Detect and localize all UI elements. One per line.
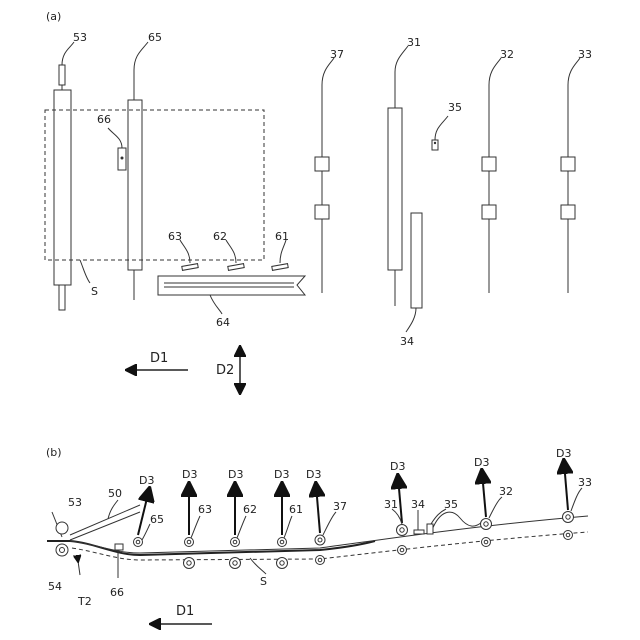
label-d2: D2 bbox=[216, 363, 234, 378]
sensor-35 bbox=[432, 140, 438, 150]
sheet-s-outline bbox=[45, 110, 264, 260]
label-66-a: 66 bbox=[97, 113, 111, 126]
label-d3-7: D3 bbox=[474, 456, 489, 469]
roller-33 bbox=[561, 85, 575, 293]
label-31-a: 31 bbox=[407, 36, 421, 49]
guide-plate-50 bbox=[70, 505, 140, 540]
roller-53-b bbox=[56, 522, 68, 534]
label-d3-6: D3 bbox=[390, 460, 405, 473]
label-37-a: 37 bbox=[330, 48, 344, 61]
label-61-b: 61 bbox=[289, 503, 303, 516]
label-d3-8: D3 bbox=[556, 447, 571, 460]
part-34-b bbox=[414, 530, 424, 534]
upper-transport-line bbox=[70, 516, 588, 553]
label-54-b: 54 bbox=[48, 580, 62, 593]
roller-37 bbox=[315, 85, 329, 293]
sensor-66-b bbox=[115, 544, 123, 550]
label-33-b: 33 bbox=[578, 476, 592, 489]
label-62-a: 62 bbox=[213, 230, 227, 243]
label-33-a: 33 bbox=[578, 48, 592, 61]
part-61 bbox=[272, 264, 288, 271]
label-d1-b: D1 bbox=[176, 604, 194, 619]
label-34-b: 34 bbox=[411, 498, 425, 511]
label-35-b: 35 bbox=[444, 498, 458, 511]
label-32-b: 32 bbox=[499, 485, 513, 498]
label-d3-2: D3 bbox=[182, 468, 197, 481]
label-63-b: 63 bbox=[198, 503, 212, 516]
lower-rollers bbox=[184, 531, 573, 569]
roller-65 bbox=[128, 70, 142, 300]
part-62 bbox=[228, 264, 244, 271]
lower-transport-line bbox=[72, 532, 588, 560]
sensor-66 bbox=[118, 148, 126, 170]
roller-53 bbox=[54, 65, 71, 310]
label-53-a: 53 bbox=[73, 31, 87, 44]
label-63-a: 63 bbox=[168, 230, 182, 243]
label-d3-3: D3 bbox=[228, 468, 243, 481]
tray-64 bbox=[158, 276, 305, 295]
label-d1-a: D1 bbox=[150, 351, 168, 366]
label-35-a: 35 bbox=[448, 101, 462, 114]
label-d3-5: D3 bbox=[306, 468, 321, 481]
label-31-b: 31 bbox=[384, 498, 398, 511]
label-34-a: 34 bbox=[400, 335, 414, 348]
part-63 bbox=[182, 264, 198, 271]
label-s-b: S bbox=[260, 575, 267, 588]
label-50-b: 50 bbox=[108, 487, 122, 500]
label-65-a: 65 bbox=[148, 31, 162, 44]
label-32-a: 32 bbox=[500, 48, 514, 61]
label-t2: T2 bbox=[77, 595, 92, 608]
label-53-b: 53 bbox=[68, 496, 82, 509]
roller-32 bbox=[482, 85, 496, 293]
label-66-b: 66 bbox=[110, 586, 124, 599]
roller-31 bbox=[388, 72, 402, 306]
sensor-35-b bbox=[427, 524, 433, 534]
label-62-b: 62 bbox=[243, 503, 257, 516]
panel-a-label: (a) bbox=[46, 10, 61, 23]
label-37-b: 37 bbox=[333, 500, 347, 513]
roller-54 bbox=[56, 544, 68, 556]
label-s-a: S bbox=[91, 285, 98, 298]
part-34 bbox=[411, 213, 422, 308]
label-61-a: 61 bbox=[275, 230, 289, 243]
panel-b-label: (b) bbox=[46, 446, 62, 459]
label-d3-4: D3 bbox=[274, 468, 289, 481]
label-64-a: 64 bbox=[216, 316, 230, 329]
label-65-b: 65 bbox=[150, 513, 164, 526]
label-d3-1: D3 bbox=[139, 474, 154, 487]
